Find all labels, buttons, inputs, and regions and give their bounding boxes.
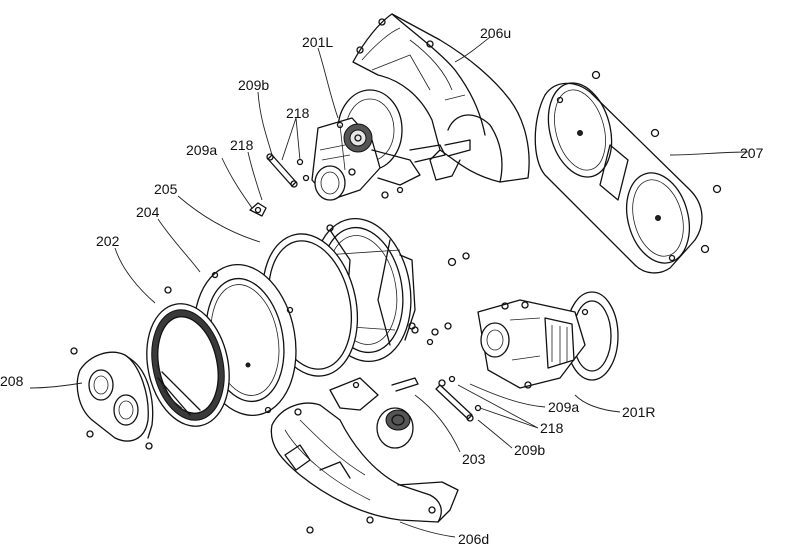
label-218-top-right: 218 — [286, 105, 310, 121]
label-207: 207 — [740, 145, 764, 161]
lower-cover-206d — [270, 402, 459, 534]
mid-screws — [408, 252, 470, 346]
gear-assembly — [316, 377, 419, 449]
label-205: 205 — [154, 181, 178, 197]
right-drive-unit-201R — [477, 291, 619, 389]
bayonet-mount-202 — [146, 303, 230, 427]
label-201L: 201L — [302, 34, 333, 50]
label-209a-top: 209a — [186, 142, 217, 158]
small-screws-top — [356, 46, 404, 199]
label-206d: 206d — [458, 531, 489, 547]
label-208: 208 — [0, 373, 24, 389]
label-201R: 201R — [622, 404, 655, 420]
lever-209b-top — [266, 153, 310, 188]
label-206u: 206u — [480, 25, 511, 41]
lever-bottom — [435, 375, 482, 422]
leader-lines — [29, 36, 749, 538]
screws-207 — [591, 70, 722, 254]
clip-209a-top — [249, 202, 267, 217]
label-209a-bottom: 209a — [548, 399, 579, 415]
part-labels: 206u 201L 207 209b 218 209a 218 205 204 … — [0, 25, 764, 547]
front-cover-208 — [76, 351, 154, 442]
screws-208 — [70, 286, 172, 450]
label-209b-bottom: 209b — [514, 442, 545, 458]
label-202: 202 — [96, 233, 120, 249]
label-209b-top: 209b — [238, 77, 269, 93]
upper-cover-206u — [352, 13, 530, 183]
label-203: 203 — [462, 451, 486, 467]
left-drive-unit-201L — [311, 89, 446, 201]
label-218-bottom: 218 — [540, 420, 564, 436]
label-218-top-left: 218 — [230, 137, 254, 153]
cover-plate-207 — [534, 82, 703, 274]
label-204: 204 — [136, 204, 160, 220]
